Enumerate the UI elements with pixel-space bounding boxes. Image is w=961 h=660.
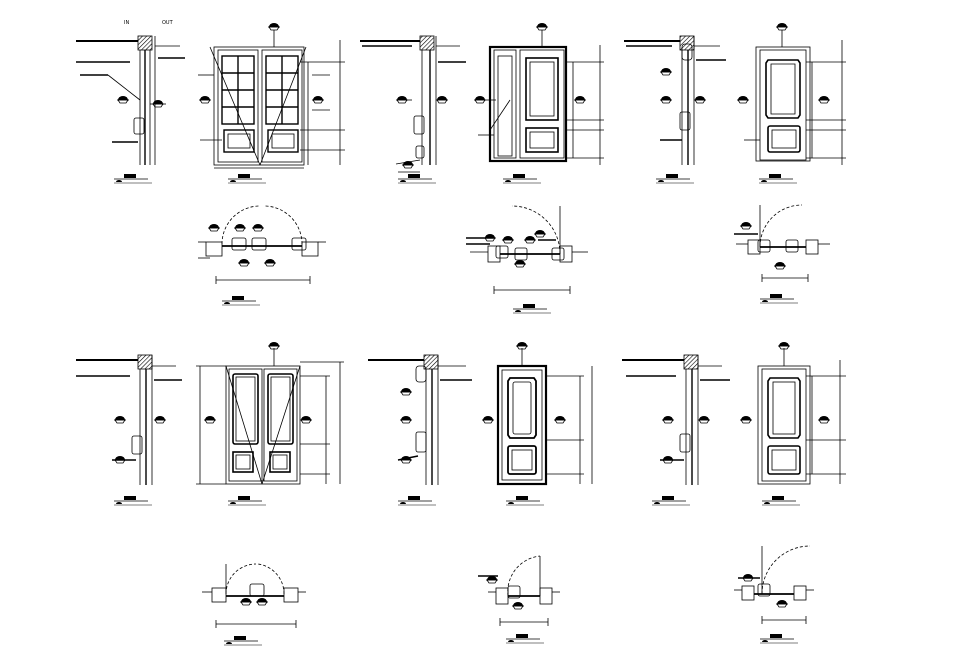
plan-6-door xyxy=(734,545,814,624)
section-2-wall xyxy=(360,35,466,173)
plan-1-double-door xyxy=(198,205,326,284)
plan-5-door xyxy=(478,555,560,626)
plan-3-door xyxy=(734,204,830,282)
label-out: OUT xyxy=(162,20,174,26)
section-5-wall xyxy=(368,354,472,485)
elevation-6-panel-door xyxy=(757,348,846,485)
plan-4-double-door xyxy=(202,563,306,628)
plan-2-door xyxy=(466,205,588,294)
section-6-wall xyxy=(622,354,730,485)
section-1-wall xyxy=(76,35,185,165)
section-3-wall xyxy=(624,35,726,165)
label-in: IN xyxy=(124,20,129,26)
elevation-5-panel-door xyxy=(496,348,593,486)
elevation-2-panel-door xyxy=(478,30,604,165)
elevation-1-french-door xyxy=(198,30,345,169)
elevation-4-glazed-double-door xyxy=(196,348,344,485)
elevation-3-panel-door xyxy=(744,30,846,165)
section-4-wall xyxy=(76,354,182,485)
